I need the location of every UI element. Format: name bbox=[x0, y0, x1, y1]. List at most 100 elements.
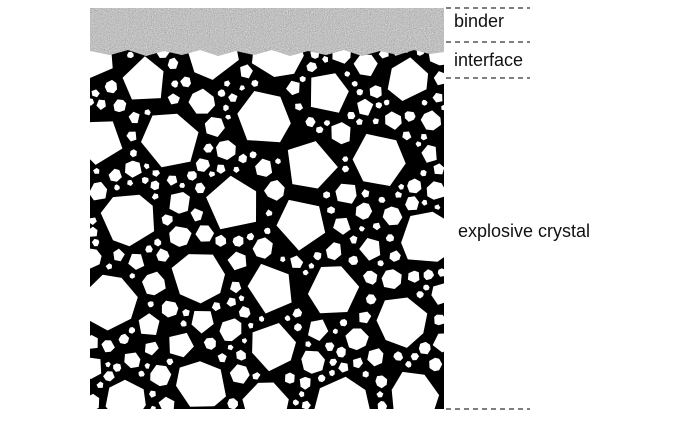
crystal-particle bbox=[347, 111, 356, 120]
crystal-particle bbox=[363, 270, 378, 285]
crystal-particle bbox=[332, 50, 351, 64]
crystal-particle bbox=[367, 348, 384, 367]
crystal-particle bbox=[171, 80, 179, 88]
crystal-particle bbox=[314, 376, 370, 409]
crystal-particle bbox=[376, 297, 428, 348]
crystal-particle bbox=[389, 250, 401, 262]
crystal-particle bbox=[369, 85, 382, 99]
crystal-particle bbox=[239, 85, 245, 91]
crystal-particle bbox=[259, 315, 265, 322]
crystal-particle bbox=[93, 167, 100, 174]
crystal-particle bbox=[359, 311, 372, 324]
crystal-particle bbox=[247, 322, 254, 329]
crystal-particle bbox=[393, 351, 404, 361]
crystal-particle bbox=[238, 306, 251, 318]
crystal-particle bbox=[169, 192, 190, 214]
crystal-particle bbox=[276, 199, 326, 251]
crystal-particle bbox=[203, 143, 214, 153]
crystal-particle bbox=[158, 396, 175, 409]
crystal-particle bbox=[429, 357, 443, 372]
crystal-particle bbox=[404, 111, 416, 122]
crystal-particle bbox=[90, 226, 98, 237]
crystal-particle bbox=[90, 357, 102, 380]
crystal-particle bbox=[349, 235, 358, 244]
crystal-particle bbox=[339, 319, 348, 327]
crystal-particle bbox=[290, 255, 304, 268]
crystal-particle bbox=[113, 99, 127, 113]
crystal-particle bbox=[100, 194, 155, 247]
crystal-particle bbox=[407, 178, 422, 194]
crystal-particle bbox=[441, 104, 444, 111]
crystal-particle bbox=[405, 196, 419, 211]
binder-texture bbox=[90, 8, 444, 56]
crystal-particle bbox=[90, 274, 138, 331]
crystal-particle bbox=[204, 117, 225, 137]
crystal-particle bbox=[376, 391, 384, 398]
crystal-particle bbox=[227, 251, 247, 271]
crystal-particle bbox=[292, 308, 303, 318]
crystal-particle bbox=[353, 54, 378, 77]
crystal-particle bbox=[378, 196, 386, 203]
crystal-particle bbox=[127, 51, 134, 59]
crystal-particle bbox=[306, 62, 318, 73]
crystal-particle bbox=[375, 102, 383, 109]
crystal-particle bbox=[294, 323, 303, 332]
crystal-particle bbox=[345, 328, 369, 351]
interface-label: interface bbox=[454, 50, 524, 70]
crystal-particle bbox=[313, 252, 322, 261]
crystal-particle bbox=[327, 206, 335, 214]
crystal-particle bbox=[229, 364, 250, 384]
crystal-particle bbox=[280, 256, 286, 263]
crystal-particle bbox=[141, 177, 149, 185]
crystal-particle bbox=[252, 237, 273, 259]
crystal-particle bbox=[240, 64, 253, 79]
crystal-particle bbox=[169, 226, 192, 247]
explosive-crystal-particles bbox=[90, 50, 444, 409]
crystal-particle bbox=[407, 270, 420, 283]
crystal-particle bbox=[335, 183, 357, 204]
crystal-particle bbox=[418, 341, 431, 355]
crystal-particle bbox=[147, 301, 154, 308]
crystal-particle bbox=[114, 184, 120, 191]
crystal-particle bbox=[96, 381, 104, 388]
crystal-particle bbox=[382, 206, 403, 226]
crystal-particle bbox=[223, 104, 229, 112]
crystal-particle bbox=[252, 372, 261, 380]
crystal-particle bbox=[224, 80, 231, 87]
crystal-particle bbox=[433, 163, 444, 175]
crystal-particle bbox=[308, 319, 329, 341]
crystal-particle bbox=[144, 109, 151, 116]
crystal-particle bbox=[328, 369, 335, 377]
crystal-particle bbox=[391, 371, 440, 409]
crystal-particle bbox=[252, 323, 296, 372]
crystal-particle bbox=[242, 382, 289, 409]
crystal-particle bbox=[217, 353, 227, 363]
crystal-particle bbox=[331, 122, 351, 145]
crystal-particle bbox=[247, 263, 292, 314]
crystal-particle bbox=[428, 50, 444, 66]
crystal-particle bbox=[420, 169, 427, 177]
crystal-particle bbox=[265, 209, 273, 217]
crystal-particle bbox=[152, 170, 160, 177]
crystal-particle bbox=[156, 248, 170, 262]
crystal-particle bbox=[251, 79, 259, 87]
crystal-particle bbox=[372, 222, 381, 231]
crystal-particle bbox=[122, 56, 164, 100]
crystal-particle bbox=[377, 401, 388, 409]
crystal-particle bbox=[141, 113, 199, 168]
crystal-particle bbox=[138, 313, 160, 335]
crystal-particle bbox=[242, 338, 248, 344]
crystal-particle bbox=[249, 151, 257, 159]
crystal-particle bbox=[423, 269, 435, 281]
crystal-particle bbox=[434, 204, 441, 210]
crystal-particle bbox=[108, 168, 122, 182]
crystal-particle bbox=[145, 245, 153, 253]
crystal-particle bbox=[437, 268, 444, 277]
crystal-particle bbox=[144, 341, 159, 356]
crystal-particle bbox=[410, 353, 420, 361]
crystal-particle bbox=[128, 327, 136, 334]
crystal-particle bbox=[186, 171, 197, 181]
crystal-particle bbox=[286, 80, 300, 96]
crystal-particle bbox=[264, 180, 285, 201]
